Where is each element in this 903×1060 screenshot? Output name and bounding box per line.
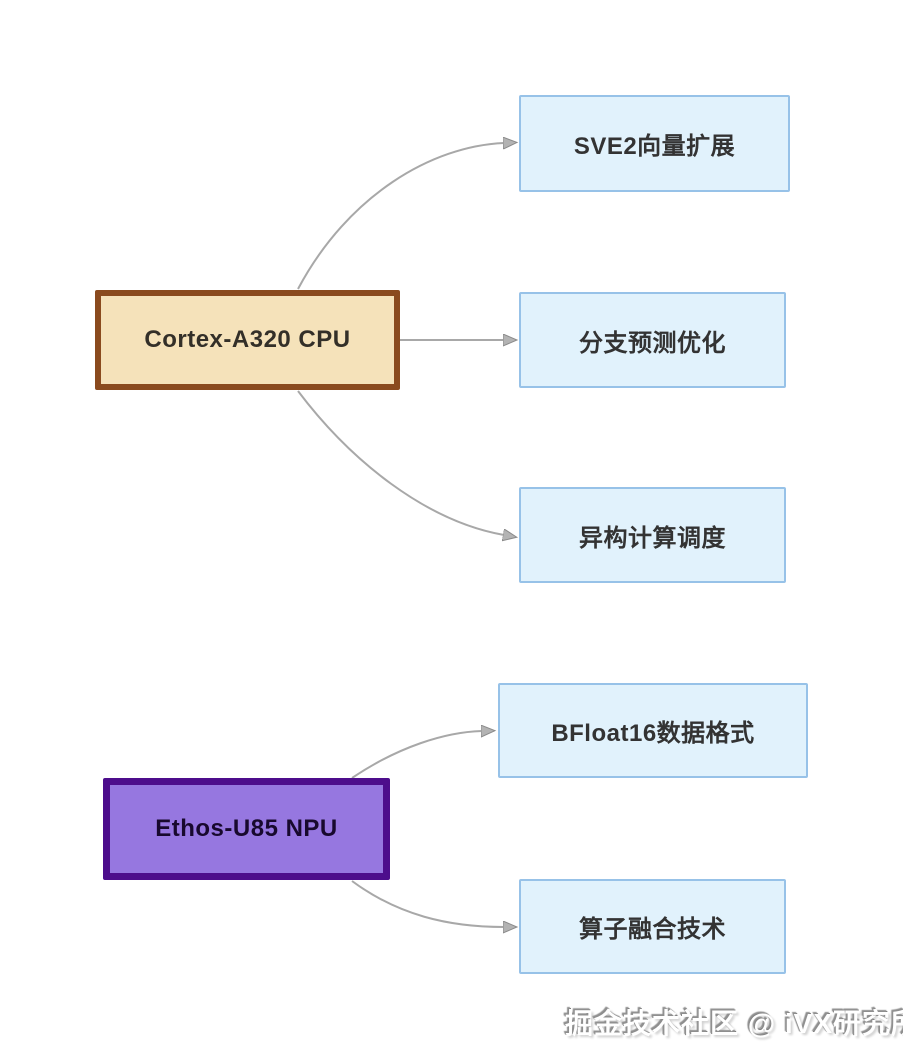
node-ethos-u85-npu-label: Ethos-U85 NPU [155, 815, 338, 842]
node-hetero-compute-scheduling: 异构计算调度 [519, 487, 786, 583]
node-operator-fusion-label: 算子融合技术 [579, 916, 726, 943]
node-sve2-label: SVE2向量扩展 [573, 133, 736, 160]
node-cortex-a320-cpu-label: Cortex-A320 CPU [144, 326, 351, 353]
node-cortex-a320-cpu: Cortex-A320 CPU [95, 290, 400, 390]
node-bfloat16-label: BFloat16数据格式 [551, 720, 755, 747]
node-sve2-vector-extension: SVE2向量扩展 [519, 95, 790, 192]
node-operator-fusion: 算子融合技术 [519, 879, 786, 974]
node-hetero-scheduling-label: 异构计算调度 [579, 524, 726, 552]
edge-cpu-hetero-scheduling [297, 390, 504, 535]
node-branch-prediction: 分支预测优化 [519, 292, 786, 388]
edge-npu-bfloat16 [351, 731, 482, 779]
node-bfloat16-data-format: BFloat16数据格式 [498, 683, 808, 778]
node-branch-prediction-label: 分支预测优化 [579, 329, 726, 357]
node-ethos-u85-npu: Ethos-U85 NPU [103, 778, 390, 880]
watermark: 掘金技术社区 @ iVX研究所 [565, 1008, 903, 1039]
edge-cpu-sve2 [297, 143, 504, 290]
edge-npu-operator-fusion [351, 880, 504, 927]
